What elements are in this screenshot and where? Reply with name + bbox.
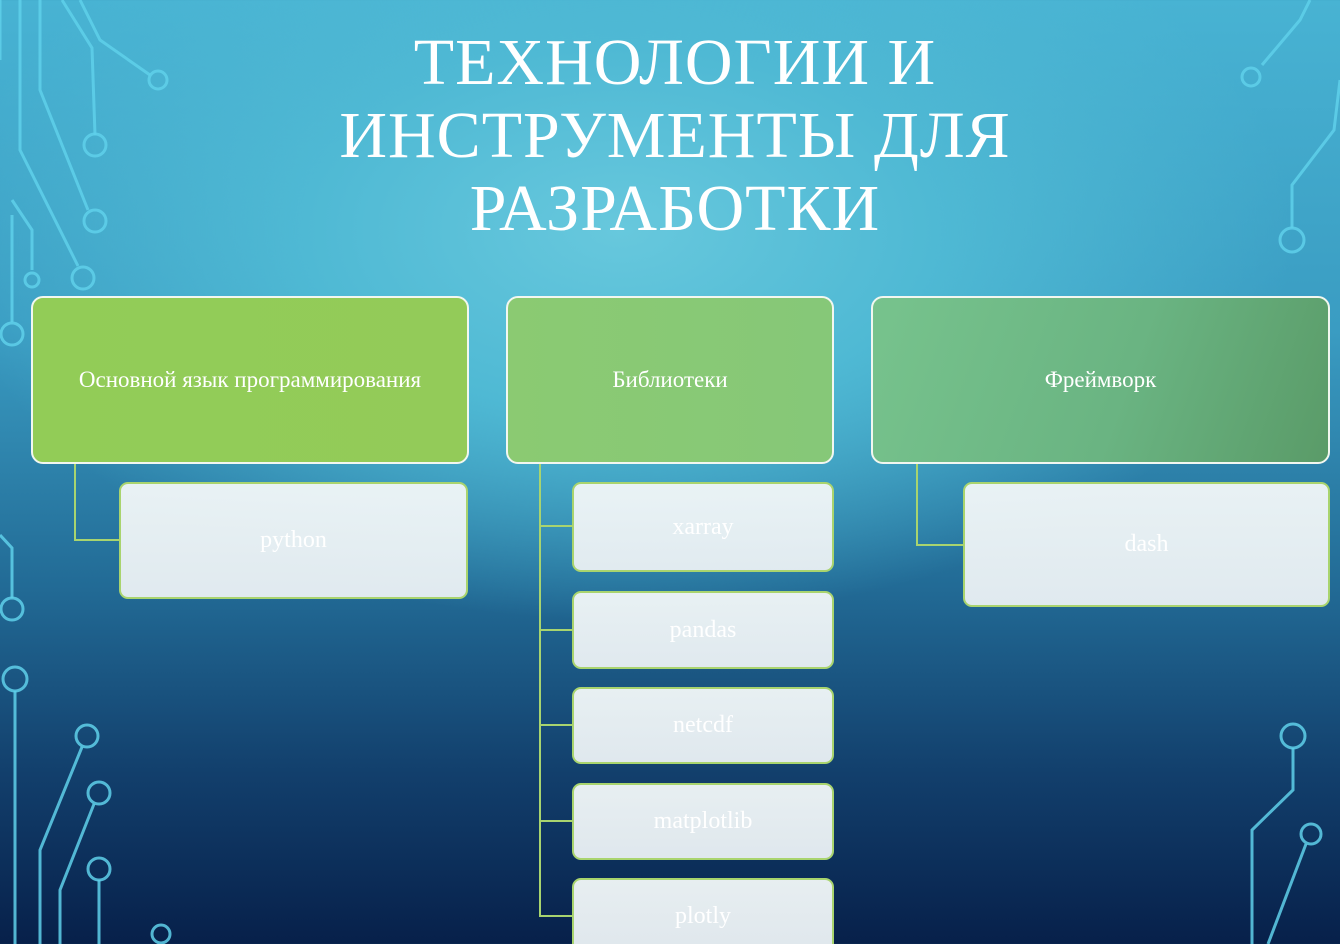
item-label: dash	[1124, 531, 1169, 557]
circuit-trace	[18, 0, 80, 267]
item-dash: dash	[963, 482, 1330, 607]
item-matplotlib: matplotlib	[572, 783, 834, 860]
title-line-1: ТЕХНОЛОГИИ И	[413, 26, 937, 99]
circuit-node	[86, 856, 112, 882]
category-label: Фреймворк	[1044, 367, 1157, 392]
item-label: python	[260, 527, 327, 553]
category-framework: Фреймворк	[871, 296, 1330, 464]
circuit-node	[147, 69, 169, 91]
circuit-node	[82, 208, 108, 234]
circuit-trace	[10, 199, 34, 270]
connector-line	[539, 462, 541, 917]
circuit-trace	[1250, 748, 1295, 944]
connector-line	[74, 539, 120, 541]
circuit-trace	[1266, 843, 1308, 944]
title-line-3: РАЗРАБОТКИ	[469, 172, 881, 245]
item-plotly: plotly	[572, 878, 834, 944]
item-netcdf: netcdf	[572, 687, 834, 764]
circuit-node	[0, 321, 25, 347]
item-label: plotly	[674, 903, 731, 929]
title-line-2: ИНСТРУМЕНТЫ ДЛЯ	[339, 99, 1011, 172]
connector-line	[916, 544, 964, 546]
item-pandas: pandas	[572, 591, 834, 669]
item-label: pandas	[669, 616, 737, 643]
circuit-trace	[1260, 0, 1312, 66]
connector-line	[539, 915, 573, 917]
category-label: Библиотеки	[612, 367, 728, 392]
item-label: matplotlib	[653, 808, 753, 834]
item-label: netcdf	[673, 712, 733, 738]
connector-line	[539, 820, 573, 822]
circuit-node	[1, 665, 29, 693]
circuit-node	[1278, 226, 1306, 254]
circuit-node	[150, 923, 172, 944]
connector-line	[74, 462, 76, 541]
category-libraries: Библиотеки	[506, 296, 834, 464]
circuit-trace	[1290, 79, 1340, 228]
circuit-node	[74, 723, 100, 749]
circuit-trace	[78, 0, 151, 77]
circuit-node	[23, 271, 41, 289]
connector-line	[539, 724, 573, 726]
category-label: Основной язык программирования	[78, 367, 422, 392]
circuit-node	[1299, 822, 1323, 846]
circuit-node	[1279, 722, 1307, 750]
circuit-node	[1240, 66, 1262, 88]
circuit-node	[70, 265, 96, 291]
circuit-node	[0, 596, 25, 622]
item-xarray: xarray	[572, 482, 834, 572]
circuit-trace	[58, 803, 96, 944]
item-python: python	[119, 482, 468, 599]
connector-line	[916, 462, 918, 546]
item-label: xarray	[672, 513, 734, 540]
circuit-trace	[0, 533, 14, 598]
connector-line	[539, 629, 573, 631]
circuit-trace	[38, 0, 90, 211]
circuit-node	[86, 780, 112, 806]
circuit-trace	[38, 746, 84, 944]
connector-line	[539, 525, 573, 527]
circuit-trace	[60, 0, 97, 136]
category-language: Основной язык программирования	[31, 296, 469, 464]
circuit-node	[82, 132, 108, 158]
page-title: ТЕХНОЛОГИИ И ИНСТРУМЕНТЫ ДЛЯ РАЗРАБОТКИ	[270, 26, 1080, 245]
